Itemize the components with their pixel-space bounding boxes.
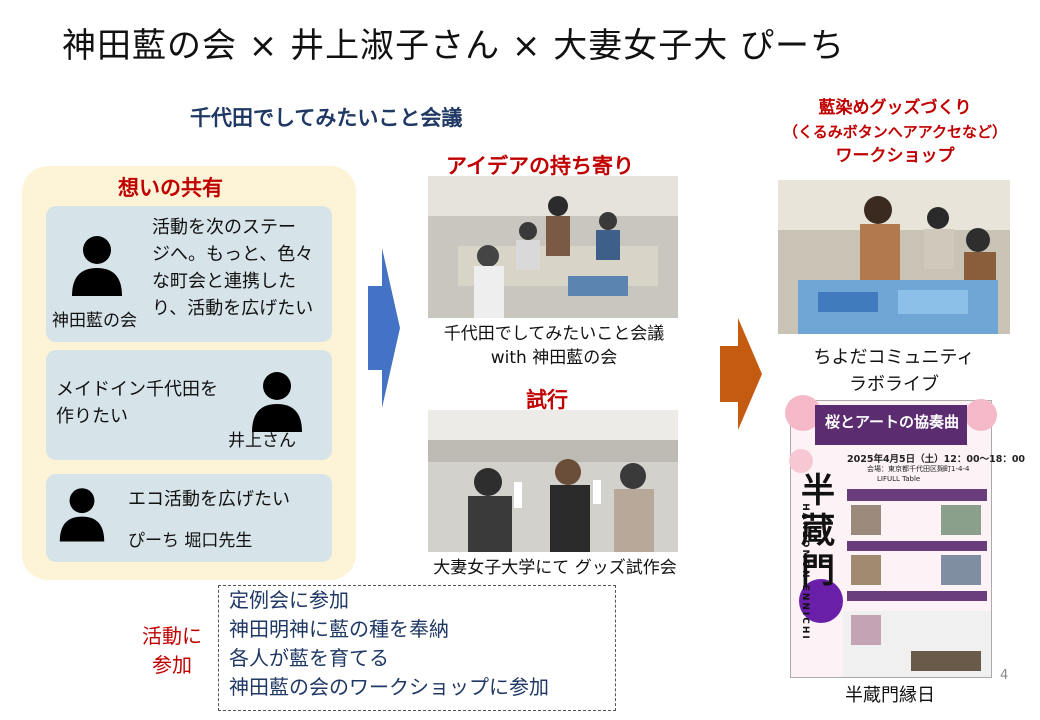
- share-card-person: 神田藍の会: [52, 311, 137, 331]
- person-icon: [72, 236, 122, 296]
- poster-vertical-roman: HANZOMON ENNICHI: [800, 503, 810, 641]
- poster-graphic: [785, 395, 997, 677]
- participation-item: 各人が藍を育てる: [229, 646, 389, 670]
- trial-photo: [428, 410, 678, 552]
- page-number: 4: [1000, 668, 1009, 683]
- poster-venue: 会場：東京都千代田区麹町1-4-4: [867, 465, 970, 473]
- poster-caption: 半蔵門縁日: [845, 685, 935, 706]
- trial-heading: 試行: [526, 388, 568, 412]
- orange-arrow-icon: [720, 318, 762, 430]
- meeting-subtitle: 千代田でしてみたいこと会議: [190, 106, 463, 130]
- share-card-text: エコ活動を広げたい: [128, 489, 290, 510]
- share-card-text: メイドイン千代田を 作りたい: [56, 379, 218, 427]
- idea-meeting-photo: [428, 176, 678, 318]
- idea-heading: アイデアの持ち寄り: [446, 154, 634, 178]
- share-heading: 想いの共有: [118, 176, 223, 200]
- share-card-person: 井上さん: [228, 431, 296, 451]
- participation-item: 神田明神に藍の種を奉納: [229, 617, 449, 641]
- idea-caption: 千代田でしてみたいこと会議 with 神田藍の会: [443, 324, 665, 368]
- poster-date: 2025年4月5日（土）12：00～18：00: [847, 454, 1026, 465]
- participation-item: 神田藍の会のワークショップに参加: [229, 675, 549, 699]
- poster-vertical-name: 半蔵門: [801, 471, 835, 591]
- share-card-person: ぴーち 堀口先生: [128, 531, 253, 551]
- poster-venue-table: LIFULL Table: [877, 475, 921, 483]
- trial-caption: 大妻女子大学にて グッズ試作会: [433, 558, 677, 578]
- blue-arrow-icon: [368, 248, 400, 408]
- participation-label: 活動に 参加: [142, 624, 202, 677]
- slide-title: 神田藍の会 × 井上淑子さん × 大妻女子大 ぴーち: [62, 26, 846, 66]
- participation-item: 定例会に参加: [229, 588, 349, 612]
- share-card-peach: [46, 474, 332, 562]
- participation-list: 定例会に参加 神田明神に藍の種を奉納 各人が藍を育てる 神田藍の会のワークショッ…: [218, 585, 616, 711]
- share-card-text: 活動を次のステー ジへ。もっと、色々 な町会と連携した り、活動を広げたい: [152, 217, 314, 319]
- person-icon: [252, 372, 302, 432]
- poster-title: 桜とアートの協奏曲: [824, 413, 960, 431]
- workshop-heading: 藍染めグッズづくり （くるみボタンへアアクセなど） ワークショップ: [783, 98, 1007, 166]
- person-icon: [59, 488, 105, 542]
- workshop-caption: ちよだコミュニティ ラボライブ: [813, 347, 975, 395]
- workshop-photo: [778, 180, 1010, 334]
- hanzomon-poster: 桜とアートの協奏曲 2025年4月5日（土）12：00～18：00 会場：東京都…: [785, 395, 1025, 678]
